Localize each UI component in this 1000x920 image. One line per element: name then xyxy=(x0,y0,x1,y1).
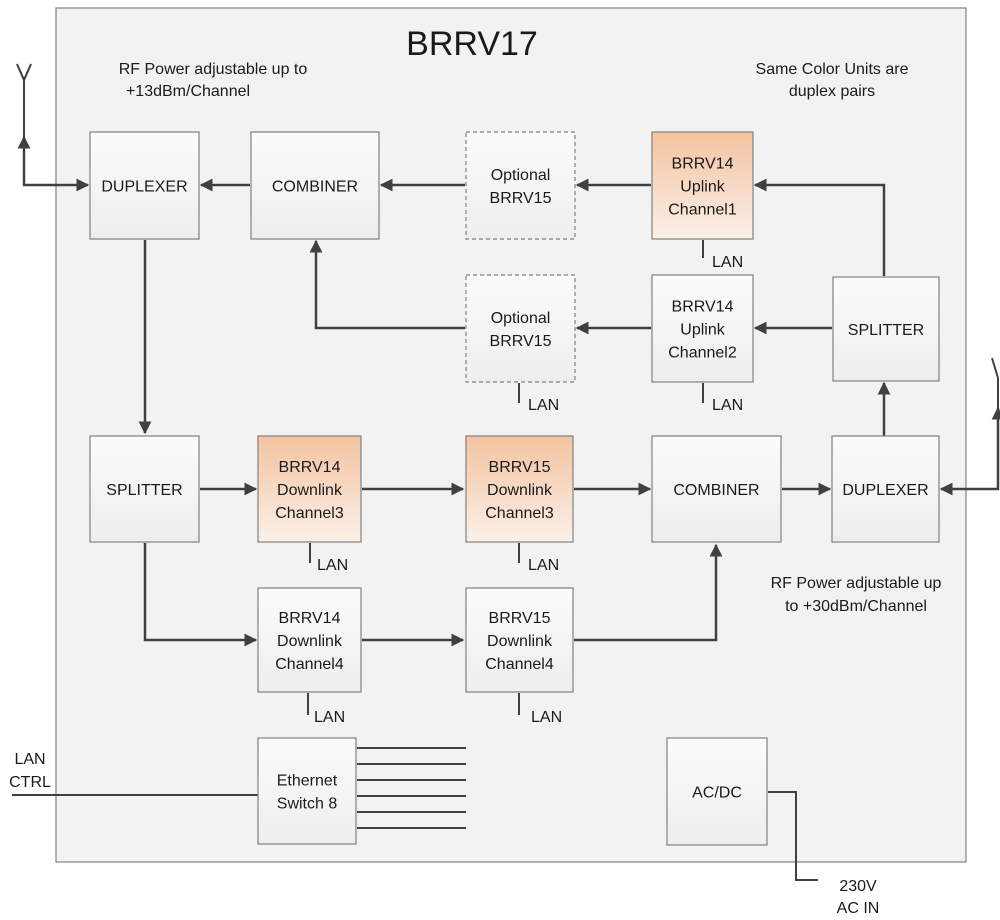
lan-labels: LAN LAN LAN LAN LAN LAN LAN xyxy=(314,254,743,726)
block-label-line: BRRV15 xyxy=(489,610,551,627)
lan-ctrl-label-line2: CTRL xyxy=(9,774,51,791)
ac-in-label-line1: 230V xyxy=(839,878,877,895)
block-combiner-bottom: COMBINER xyxy=(651,435,782,543)
block-box xyxy=(89,131,200,240)
block-label-line: Ethernet xyxy=(277,773,338,790)
block-combiner-top: COMBINER xyxy=(250,131,380,240)
lan-label-brrv15-ch3: LAN xyxy=(528,557,559,574)
block-box xyxy=(831,435,940,543)
block-label-line: Channel1 xyxy=(668,202,737,219)
block-label-line: Uplink xyxy=(680,322,725,339)
lan-label-brrv14-ch4: LAN xyxy=(314,709,345,726)
block-splitter-left: SPLITTER xyxy=(89,435,200,543)
block-box xyxy=(465,587,574,693)
block-box xyxy=(257,587,362,693)
block-box xyxy=(651,435,782,543)
block-label-line: COMBINER xyxy=(272,179,358,196)
block-box xyxy=(666,737,768,846)
block-label-line: BRRV14 xyxy=(672,156,734,173)
block-label-line: DUPLEXER xyxy=(101,179,187,196)
rf-low-note-line1: RF Power adjustable up to xyxy=(119,61,308,78)
block-box xyxy=(89,435,200,543)
lan-ctrl-label-line1: LAN xyxy=(14,751,45,768)
block-label-line: BRRV14 xyxy=(279,459,341,476)
block-box xyxy=(250,131,380,240)
block-label-line: BRRV15 xyxy=(489,459,551,476)
connection-wires xyxy=(12,135,1000,881)
rf-low-note-line2: +13dBm/Channel xyxy=(126,83,250,100)
block-splitter-right: SPLITTER xyxy=(832,276,940,382)
block-label-line: Switch 8 xyxy=(277,796,338,813)
block-label-line: Optional xyxy=(491,310,551,327)
ac-in-label-line2: AC IN xyxy=(837,900,880,917)
block-label-line: Downlink xyxy=(277,633,343,650)
block-label-line: Channel4 xyxy=(485,656,554,673)
block-label-line: Uplink xyxy=(680,179,725,196)
block-label-line: BRRV14 xyxy=(672,299,734,316)
antenna-right-icon xyxy=(991,357,999,410)
block-label-line: Channel3 xyxy=(485,505,554,522)
lan-label-uplink2: LAN xyxy=(712,397,743,414)
block-acdc: AC/DC xyxy=(666,737,768,846)
block-label-line: Downlink xyxy=(487,482,553,499)
block-box xyxy=(257,435,362,543)
block-duplexer-left: DUPLEXER xyxy=(89,131,200,240)
block-box xyxy=(651,131,754,240)
lan-label-brrv15-ch4: LAN xyxy=(531,709,562,726)
block-label-line: Downlink xyxy=(277,482,343,499)
block-box xyxy=(465,131,576,240)
block-label-line: SPLITTER xyxy=(106,482,182,499)
block-label-line: Downlink xyxy=(487,633,553,650)
block-label-line: Channel2 xyxy=(668,345,737,362)
block-box xyxy=(651,274,754,383)
block-box xyxy=(257,737,357,845)
block-label-line: DUPLEXER xyxy=(842,482,928,499)
lan-label-uplink1: LAN xyxy=(712,254,743,271)
lan-label-brrv14-ch3: LAN xyxy=(317,557,348,574)
block-label-line: SPLITTER xyxy=(848,322,924,339)
antenna-left-icon xyxy=(16,63,32,140)
lan-label-optional2: LAN xyxy=(528,397,559,414)
rf-high-note-line2: to +30dBm/Channel xyxy=(785,598,927,615)
block-label-line: BRRV15 xyxy=(490,333,552,350)
diagram-title: BRRV17 xyxy=(406,25,538,63)
block-label-line: Channel4 xyxy=(275,656,344,673)
duplex-pair-note-line1: Same Color Units are xyxy=(756,61,909,78)
block-label-line: BRRV15 xyxy=(490,190,552,207)
block-label-line: COMBINER xyxy=(673,482,759,499)
block-box xyxy=(832,276,940,382)
block-box xyxy=(465,435,574,543)
block-duplexer-right: DUPLEXER xyxy=(831,435,940,543)
duplex-pair-note-line2: duplex pairs xyxy=(789,83,875,100)
block-box xyxy=(465,274,576,383)
block-label-line: BRRV14 xyxy=(279,610,341,627)
block-label-line: Channel3 xyxy=(275,505,344,522)
block-label-line: AC/DC xyxy=(692,785,742,802)
block-label-line: Optional xyxy=(491,167,551,184)
rf-high-note-line1: RF Power adjustable up xyxy=(771,575,942,592)
